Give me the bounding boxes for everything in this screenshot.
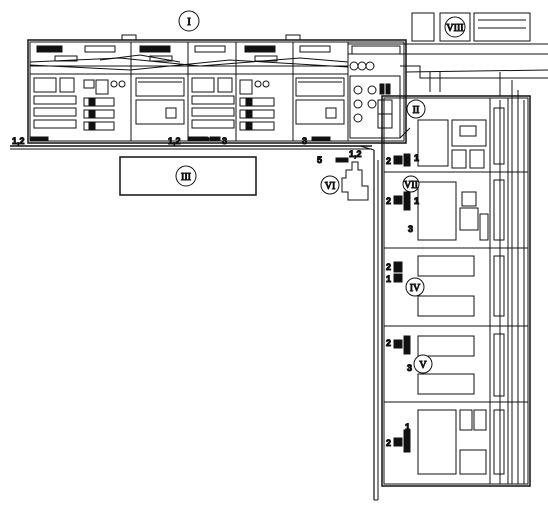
svg-text:VIII: VIII [446,23,463,34]
svg-text:IV: IV [410,283,421,294]
label-b2-2: 2 [386,156,391,166]
svg-text:VII: VII [404,180,418,191]
label-b6-2: 2 [386,438,391,448]
label-b6-1: 1 [405,422,410,432]
svg-text:VI: VI [325,181,336,192]
label-corner-5: 5 [317,155,322,165]
roman-label-v: V [413,354,433,374]
label-b2-1: 1 [414,153,419,163]
label-top-mid: 1,2 [168,136,181,146]
label-b3-3: 3 [408,224,413,234]
building-block-vii [411,12,531,42]
building-block-vi [335,157,369,201]
roman-label-i: I [178,10,200,32]
roman-label-iii: III [175,165,197,187]
label-b3-1: 1 [414,196,419,206]
label-b4-1: 1 [386,274,391,284]
label-top-right-3: 3 [302,136,307,146]
label-b3-2: 2 [386,196,391,206]
svg-text:II: II [413,105,420,116]
svg-text:III: III [181,172,191,183]
roman-label-ii: II [406,99,426,119]
svg-text:I: I [187,17,190,28]
roman-label-vii: VII [402,175,420,193]
roman-label-viii: VIII [444,16,466,38]
label-corner-12: 1,2 [349,149,362,159]
building-block-iii [119,156,257,196]
label-b5-2: 2 [386,338,391,348]
building-block-ii [349,75,411,139]
svg-text:V: V [419,360,427,371]
label-top-left: 1,2 [12,136,25,146]
label-top-mid-3: 3 [222,136,227,146]
label-b4-2: 2 [386,262,391,272]
label-b5-3: 3 [407,363,412,373]
roman-label-vi: VI [320,175,340,195]
building-block-i [27,34,407,144]
roman-label-iv: IV [405,277,425,297]
